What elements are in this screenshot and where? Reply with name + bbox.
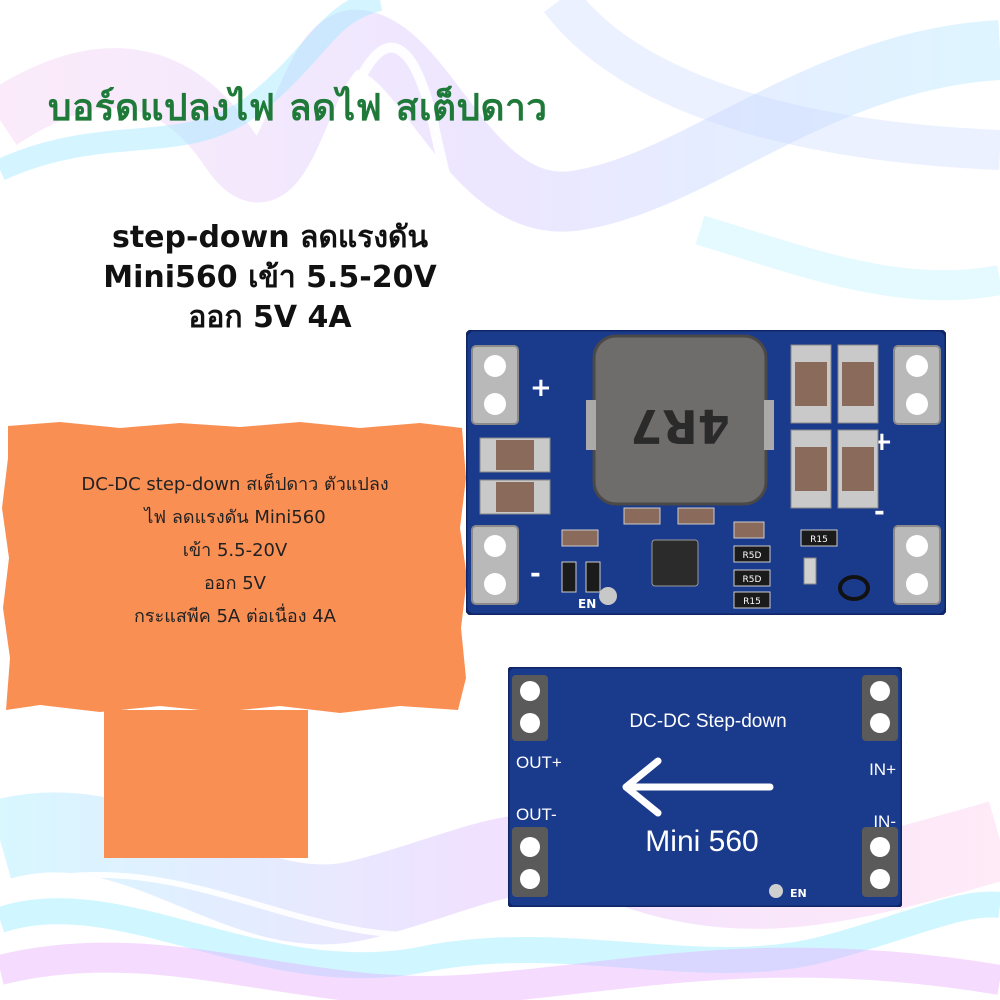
info-box: DC-DC step-down สเต็ปดาว ตัวแปลง ไฟ ลดแร… — [0, 418, 470, 718]
pcb-top-en-label: EN — [578, 597, 596, 611]
pcb-bottom-in-plus: IN+ — [869, 760, 896, 779]
pcb-bottom-title: DC-DC Step-down — [629, 711, 786, 732]
pcb-bottom-out-plus: OUT+ — [516, 753, 562, 772]
info-line: กระแสพีค 5A ต่อเนื่อง 4A — [134, 606, 336, 627]
pcb-top-minus-right: - — [874, 497, 885, 527]
smd-code: R5D — [743, 551, 762, 561]
info-box-background — [2, 422, 467, 713]
smd-code: R15 — [743, 597, 761, 607]
info-line: ออก 5V — [203, 573, 266, 594]
pcb-bottom-out-minus: OUT- — [516, 805, 557, 824]
arrow-left-icon — [622, 757, 774, 817]
pcb-bottom-en-label: EN — [790, 887, 807, 900]
smd-code: R15 — [810, 535, 828, 545]
inductor-code: 4R7 — [630, 399, 729, 453]
pcb-top-plus-left: + — [530, 373, 552, 403]
subtitle-block: step-down ลดแรงดัน Mini560 เข้า 5.5-20V … — [40, 218, 500, 338]
pcb-bottom-image: DC-DC Step-down OUT+ OUT- IN+ IN- Mini 5… — [508, 667, 902, 907]
pcb-top-minus-left: - — [530, 559, 541, 589]
pcb-bottom-model: Mini 560 — [645, 825, 758, 858]
subtitle-line: step-down ลดแรงดัน — [111, 220, 429, 255]
info-line: ไฟ ลดแรงดัน Mini560 — [144, 507, 326, 528]
subtitle-line: ออก 5V 4A — [188, 300, 352, 335]
subtitle-line: Mini560 เข้า 5.5-20V — [103, 260, 437, 295]
orange-block — [104, 710, 308, 858]
info-text: DC-DC step-down สเต็ปดาว ตัวแปลง ไฟ ลดแร… — [0, 468, 470, 633]
smd-code: R5D — [743, 575, 762, 585]
headline-title: บอร์ดแปลงไฟ ลดไฟ สเต็ปดาว — [48, 86, 548, 129]
pcb-top-image: + - + - 4R7 R15 R5D R5D R — [466, 330, 946, 615]
info-line: เข้า 5.5-20V — [182, 540, 288, 561]
pcb-bottom-in-minus: IN- — [873, 812, 896, 831]
info-line: DC-DC step-down สเต็ปดาว ตัวแปลง — [81, 474, 389, 495]
